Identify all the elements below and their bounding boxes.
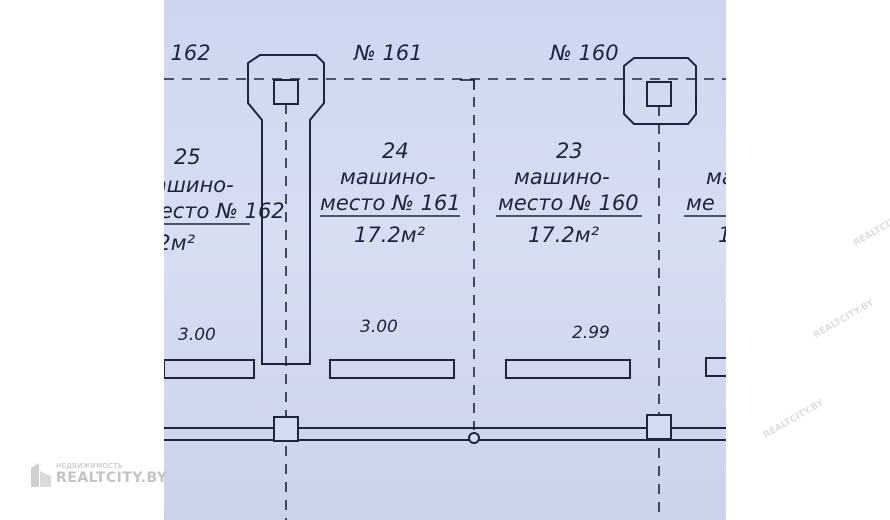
wheel-stop-160 — [505, 359, 631, 379]
number-label-160: № 160 — [549, 41, 619, 65]
column-right-core — [646, 81, 672, 107]
column-left-outline — [247, 54, 325, 365]
spot-160-line1: машино- — [514, 165, 610, 189]
spot-161-area: 17.2м² — [354, 223, 426, 247]
number-label-162: № 162 — [164, 41, 211, 65]
wheel-stop-161 — [329, 359, 455, 379]
spot-161-line2: место № 161 — [320, 191, 461, 215]
spot-162-area: 17.2м² — [164, 231, 196, 255]
spot-number-24: 24 — [382, 139, 409, 163]
column-left-core — [273, 79, 299, 105]
bottom-column-left — [273, 416, 299, 442]
watermark-brand-text: REALTCITY.BY — [56, 470, 168, 486]
bottom-axis-node — [468, 432, 480, 444]
spot-next-line1: машино- — [706, 165, 726, 189]
wheel-stop-next — [705, 357, 726, 377]
watermark-small-text: НЕДВИЖИМОСТЬ — [56, 462, 124, 470]
spot-162-line1: машино- — [164, 173, 234, 197]
floor-plan-drawing: № 162 25 машино- место № 162 17.2м² 3.00… — [164, 41, 726, 520]
spot-162-line2: место № 162 — [164, 199, 285, 223]
watermark-margin-3: REALTCITY.BY — [762, 398, 826, 441]
spot-160-line2: место № 160 — [498, 191, 639, 215]
spot-next-area: 1 — [718, 223, 726, 247]
spot-160-area: 17.2м² — [528, 223, 600, 247]
spot-next-line2: ме — [686, 191, 715, 215]
column-right-outline — [623, 57, 697, 125]
number-label-161: № 161 — [353, 41, 423, 65]
building-icon — [31, 463, 51, 487]
width-161: 3.00 — [360, 317, 398, 337]
width-160: 2.99 — [572, 323, 610, 343]
width-162: 3.00 — [178, 325, 216, 345]
spot-161-line1: машино- — [340, 165, 436, 189]
spot-number-23: 23 — [556, 139, 583, 163]
wheel-stop-162 — [164, 359, 255, 379]
floor-plan-photo: № 162 25 машино- место № 162 17.2м² 3.00… — [164, 0, 726, 520]
watermark-margin-2: REALTCITY.BY — [852, 206, 890, 249]
bottom-column-right — [646, 414, 672, 440]
spot-number-25: 25 — [174, 145, 201, 169]
realtcity-logo-watermark: НЕДВИЖИМОСТЬ REALTCITY.BY — [30, 462, 230, 490]
watermark-margin-1: REALTCITY.BY — [812, 298, 876, 341]
